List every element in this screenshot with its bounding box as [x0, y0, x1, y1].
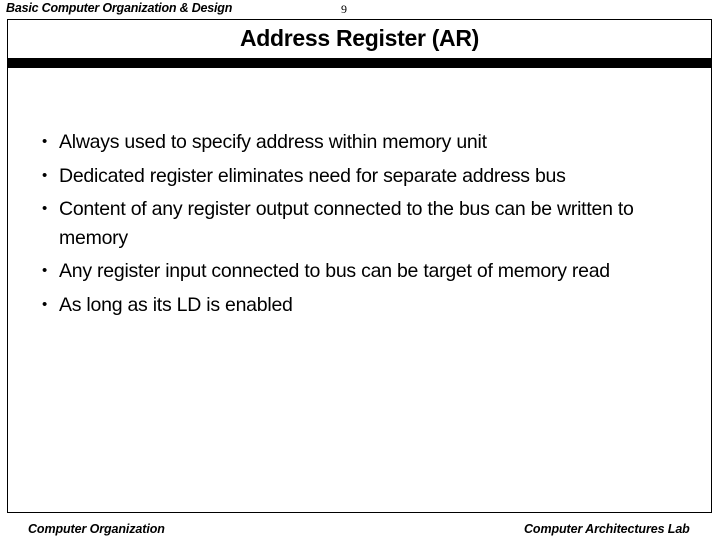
bullet-marker-icon: • — [42, 200, 48, 217]
list-item-text: Dedicated register eliminates need for s… — [59, 164, 566, 187]
bullet-marker-icon: • — [42, 262, 48, 279]
list-item: • As long as its LD is enabled — [36, 291, 691, 320]
footer-right-label: Computer Architectures Lab — [524, 522, 690, 536]
bullet-list: • Always used to specify address within … — [36, 128, 696, 324]
list-item: • Dedicated register eliminates need for… — [36, 162, 691, 191]
list-item: • Always used to specify address within … — [36, 128, 691, 157]
course-title: Basic Computer Organization & Design — [6, 1, 233, 15]
list-item: • Content of any register output connect… — [36, 195, 664, 252]
title-divider-bar — [8, 58, 711, 68]
bullet-marker-icon: • — [42, 133, 48, 150]
list-item-text: Always used to specify address within me… — [59, 131, 487, 153]
bullet-marker-icon: • — [42, 295, 48, 313]
list-item-text: Any register input connected to bus can … — [59, 260, 610, 282]
slide-header: Basic Computer Organization & Design 9 — [0, 0, 720, 18]
footer-left-label: Computer Organization — [28, 522, 165, 536]
page-number: 9 — [341, 2, 347, 16]
list-item-text: Content of any register output connected… — [59, 198, 634, 249]
page-title: Address Register (AR) — [239, 25, 480, 51]
bullet-marker-icon: • — [42, 166, 48, 184]
content-frame: Address Register (AR) • Always used to s… — [7, 19, 712, 513]
list-item-text: As long as its LD is enabled — [59, 293, 293, 316]
list-item: • Any register input connected to bus ca… — [36, 257, 671, 286]
